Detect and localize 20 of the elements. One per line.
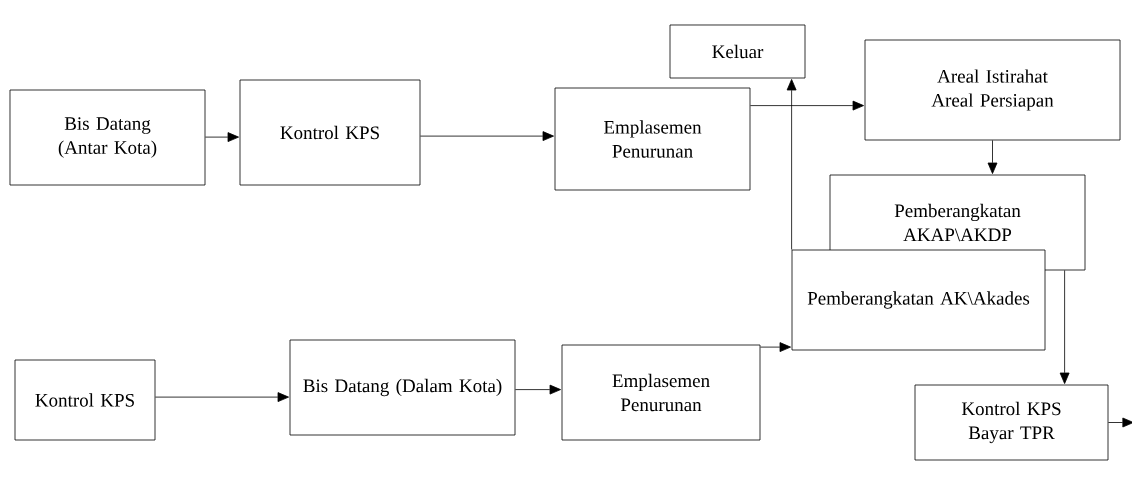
arrow <box>750 100 864 111</box>
process-box: Emplasemen Penurunan <box>554 87 751 191</box>
process-box: Keluar <box>669 24 806 79</box>
arrow <box>1059 270 1070 384</box>
process-box: Pemberangkatan AK\Akades <box>791 249 1046 351</box>
process-box: Kontrol KPS Bayar TPR <box>914 384 1109 461</box>
arrow <box>420 131 554 141</box>
process-box: Areal Istirahat Areal Persiapan <box>864 39 1121 141</box>
arrow <box>987 140 998 174</box>
arrow <box>1108 417 1132 428</box>
arrow <box>205 132 239 142</box>
process-box: Bis Datang (Dalam Kota) <box>289 339 516 436</box>
arrow <box>760 342 791 352</box>
arrow <box>786 79 797 250</box>
arrow <box>515 384 561 395</box>
process-box: Emplasemen Penurunan <box>561 344 761 441</box>
arrow <box>155 392 289 402</box>
process-box: Kontrol KPS <box>14 359 156 441</box>
process-box: Bis Datang (Antar Kota) <box>9 89 206 186</box>
process-box: Kontrol KPS <box>239 79 421 186</box>
